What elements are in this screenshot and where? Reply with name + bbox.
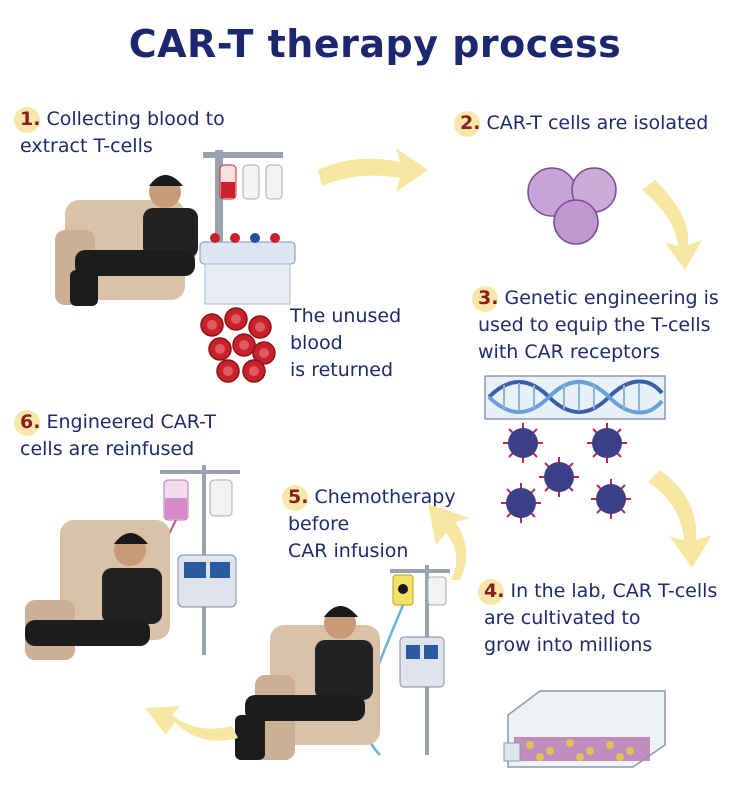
patient-2 [235, 606, 373, 760]
step-1-caption: 1. Collecting blood to extract T-cells [13, 106, 225, 160]
step-2-line-1: CAR-T cells are isolated [486, 112, 709, 134]
step-4-caption: 4. In the lab, CAR T-cells are cultivate… [477, 578, 718, 659]
apheresis-machine [199, 150, 296, 305]
step-6-line-1: Engineered CAR-T [46, 411, 216, 433]
isolated-t-cells [527, 167, 617, 245]
step-3-line-3: with CAR receptors [478, 341, 660, 363]
patient-1 [70, 175, 198, 306]
red-blood-cells [200, 307, 276, 383]
arrow-1-to-2 [318, 148, 428, 192]
iv-pole-reinfusion [142, 465, 240, 655]
returned-note-line-1: The unused [290, 305, 402, 327]
page-title: CAR-T therapy process [128, 22, 622, 66]
step-6-line-2: cells are reinfused [20, 438, 195, 460]
dna-helix [484, 375, 666, 420]
step-5-line-2: before [288, 513, 350, 535]
culture-flask [503, 690, 666, 768]
step-1-number: 1. [20, 108, 41, 130]
step-5-number: 5. [288, 486, 309, 508]
step-1-line-2: extract T-cells [20, 135, 153, 157]
step-5-line-1: Chemotherapy [314, 486, 456, 508]
chemotherapy-illustration [235, 565, 450, 760]
returned-note-line-3: is returned [290, 359, 394, 381]
step-6-caption: 6. Engineered CAR-T cells are reinfused [13, 409, 216, 463]
reinfusion-illustration [25, 465, 240, 660]
arrow-5-to-6 [145, 706, 238, 741]
step-3-line-1: Genetic engineering is [504, 287, 719, 309]
step-4-line-2: are cultivated to [484, 607, 641, 629]
arrow-2-to-3 [642, 180, 702, 270]
step-4-line-1: In the lab, CAR T-cells [510, 580, 718, 602]
car-t-cell [503, 423, 543, 463]
step-3-line-2: used to equip the T-cells [478, 314, 711, 336]
step-6-number: 6. [20, 411, 41, 433]
step-4-number: 4. [484, 580, 505, 602]
car-t-cells [501, 423, 631, 523]
step-2-number: 2. [460, 112, 481, 134]
step-5-line-3: CAR infusion [288, 540, 409, 562]
step-1-line-1: Collecting blood to [46, 108, 225, 130]
step-2-caption: 2. CAR-T cells are isolated [453, 110, 709, 137]
step-5-caption: 5. Chemotherapy before CAR infusion [281, 484, 456, 565]
returned-note-line-2: blood [290, 332, 343, 354]
blood-collection-illustration [55, 150, 296, 306]
patient-3 [25, 533, 162, 646]
returned-blood-note: The unused blood is returned [290, 303, 401, 384]
step-3-number: 3. [478, 287, 499, 309]
arrow-3-to-4 [648, 470, 712, 568]
step-4-line-3: grow into millions [484, 634, 653, 656]
step-3-caption: 3. Genetic engineering is used to equip … [471, 285, 719, 366]
